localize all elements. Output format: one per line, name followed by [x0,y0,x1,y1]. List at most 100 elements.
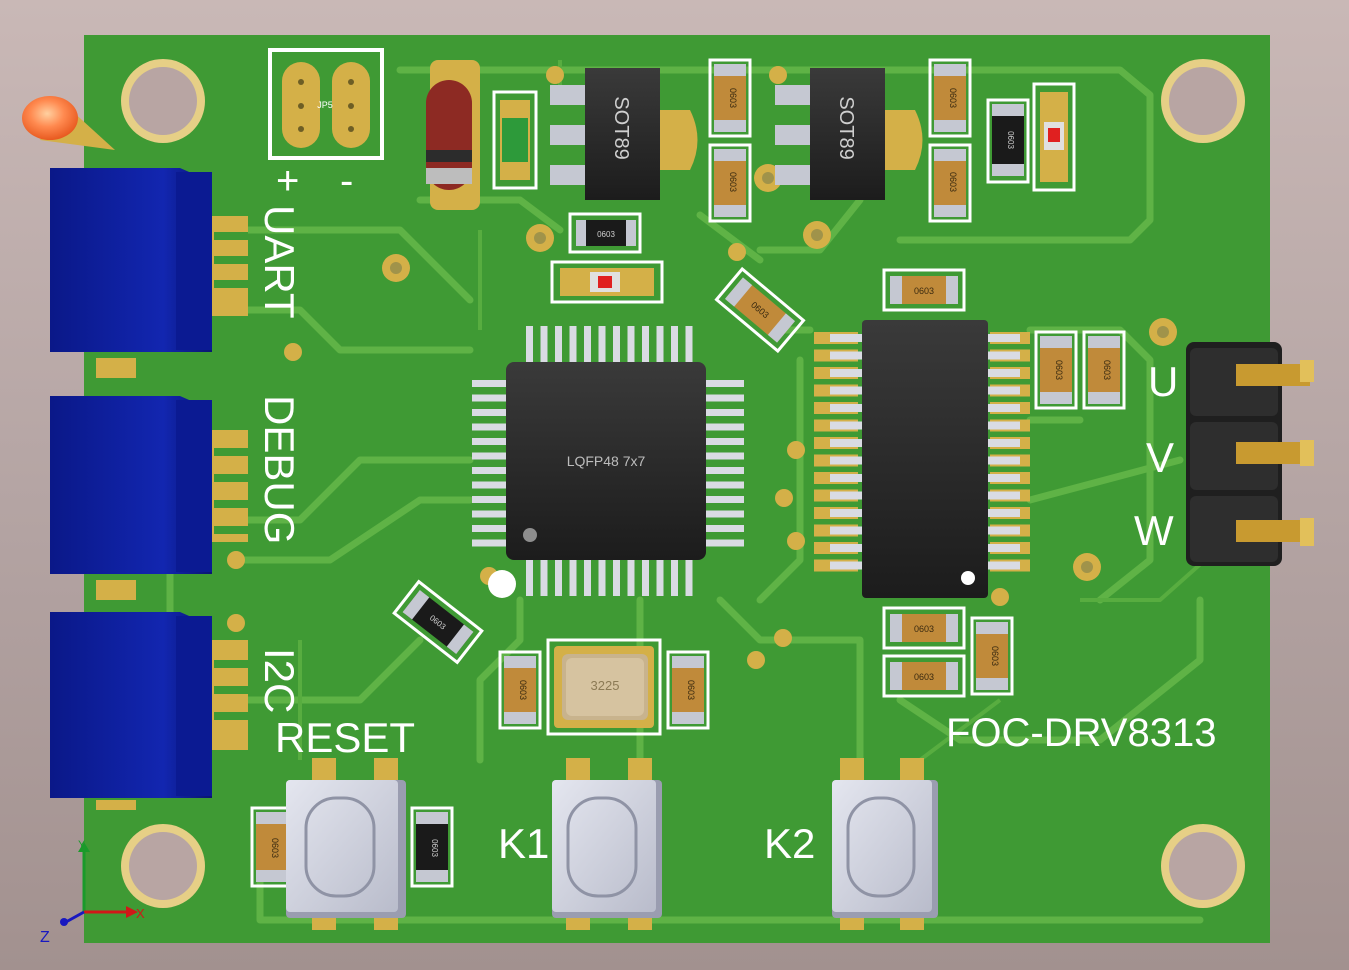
mcu-pin [702,423,744,431]
debug-connector[interactable] [50,396,248,574]
capacitor-c8-label: 0603 [914,672,934,682]
mcu-pin [656,326,664,366]
mcu-pin [526,556,533,596]
driver-pin [830,526,866,535]
copper-traces [166,66,1204,924]
resistor-r1-label: 0603 [1006,131,1015,149]
resistor-r3: 0603 [392,579,484,665]
mcu-pin [472,481,510,489]
phase-v-pin [1236,440,1314,466]
axis-gizmo: X Y Z [40,839,145,946]
motor-driver-chip [814,320,1030,598]
capacitor-c10-label: 0603 [1054,360,1064,380]
crystal-label: 3225 [591,678,620,693]
reset-button[interactable] [286,758,406,930]
uart-connector[interactable] [50,168,248,352]
regulator-1: SOT89 [550,68,698,200]
mcu-pin [702,539,744,547]
driver-pin [984,526,1020,535]
driver-pin [830,544,866,552]
phase-w-label: W [1134,507,1174,554]
mcu-pin [702,467,744,474]
phase-u-pin [1236,360,1314,386]
axis-z-label: Z [40,929,50,946]
resistor-r4-label: 0603 [270,838,280,858]
mcu-pin [472,525,510,532]
capacitor-c4: 0603 [928,143,972,223]
driver-pin [984,474,1020,482]
mounting-hole-bottom-right [1161,824,1245,908]
mcu-pin [702,452,744,460]
mcu-pin [472,409,510,416]
mcu-pin [702,394,744,402]
driver-pin [984,369,1020,377]
driver-pin [830,439,866,447]
mcu-pin [613,326,620,366]
driver-pin [830,421,866,430]
capacitor-c13: 0603 [666,650,710,730]
motor-output-header[interactable] [1186,342,1314,566]
mcu-pin [627,556,635,596]
jumper-jp5[interactable]: JP5 [268,48,384,160]
mcu-pin [569,556,577,596]
mcu-pin [598,326,606,366]
driver-pin [830,334,866,342]
driver-pin [830,404,866,412]
uart-label: UART [256,205,303,319]
power-minus-label: - [340,159,353,203]
capacitor-c1-label: 0603 [728,88,738,108]
mcu-pin [526,326,533,366]
capacitor-c3-label: 0603 [948,88,958,108]
led-red [550,260,664,304]
mcu-label: LQFP48 7x7 [567,453,646,469]
capacitor-c9: 0603 [970,616,1014,696]
k2-label: K2 [764,820,815,867]
mcu-pin [702,409,744,416]
resistor-r5: 0603 [410,806,454,888]
phase-v-label: V [1146,434,1174,481]
resistor-r2-label: 0603 [597,230,615,239]
connector-side-pads [96,358,136,810]
mcu-pin [555,326,562,366]
regulator-1-label: SOT89 [610,96,632,159]
driver-pin [984,404,1020,412]
capacitor-c11: 0603 [1082,330,1126,410]
driver-pin [984,491,1020,500]
resistor-r2: 0603 [568,212,642,254]
reset-label: RESET [275,714,415,761]
resistor-r1: 0603 [986,98,1030,184]
driver-pin [984,386,1020,395]
mcu-pin [685,326,693,366]
crystal: 3225 [546,638,662,736]
power-plus-label: + [276,159,299,203]
mounting-hole-bottom-left [121,824,205,908]
board-name-label: FOC-DRV8313 [946,711,1216,755]
driver-pin [984,439,1020,447]
capacitor-c9-label: 0603 [990,646,1000,666]
k1-button[interactable] [552,758,662,930]
driver-pin [984,544,1020,552]
mcu-pin [702,438,744,445]
led-status [1032,82,1076,192]
vias [227,66,1177,669]
mcu-pin [472,539,510,547]
capacitor-c11-label: 0603 [1102,360,1112,380]
capacitor-c8: 0603 [882,654,966,698]
mcu-pin [540,556,548,596]
driver-pin [830,509,866,517]
mcu-pin [540,326,548,366]
mcu-pin [702,525,744,532]
mcu-pin [472,394,510,402]
regulator-2: SOT89 [775,68,923,200]
mcu-pin [702,481,744,489]
i2c-connector[interactable] [50,612,248,798]
mcu-pin [472,510,510,518]
driver-pin [830,561,866,570]
k2-button[interactable] [832,758,938,930]
resistor-r4: 0603 [250,806,294,888]
driver-pin [830,351,866,360]
mcu-pin [702,496,744,503]
capacitor-c6: 0603 [882,268,966,312]
phase-u-label: U [1148,358,1178,405]
